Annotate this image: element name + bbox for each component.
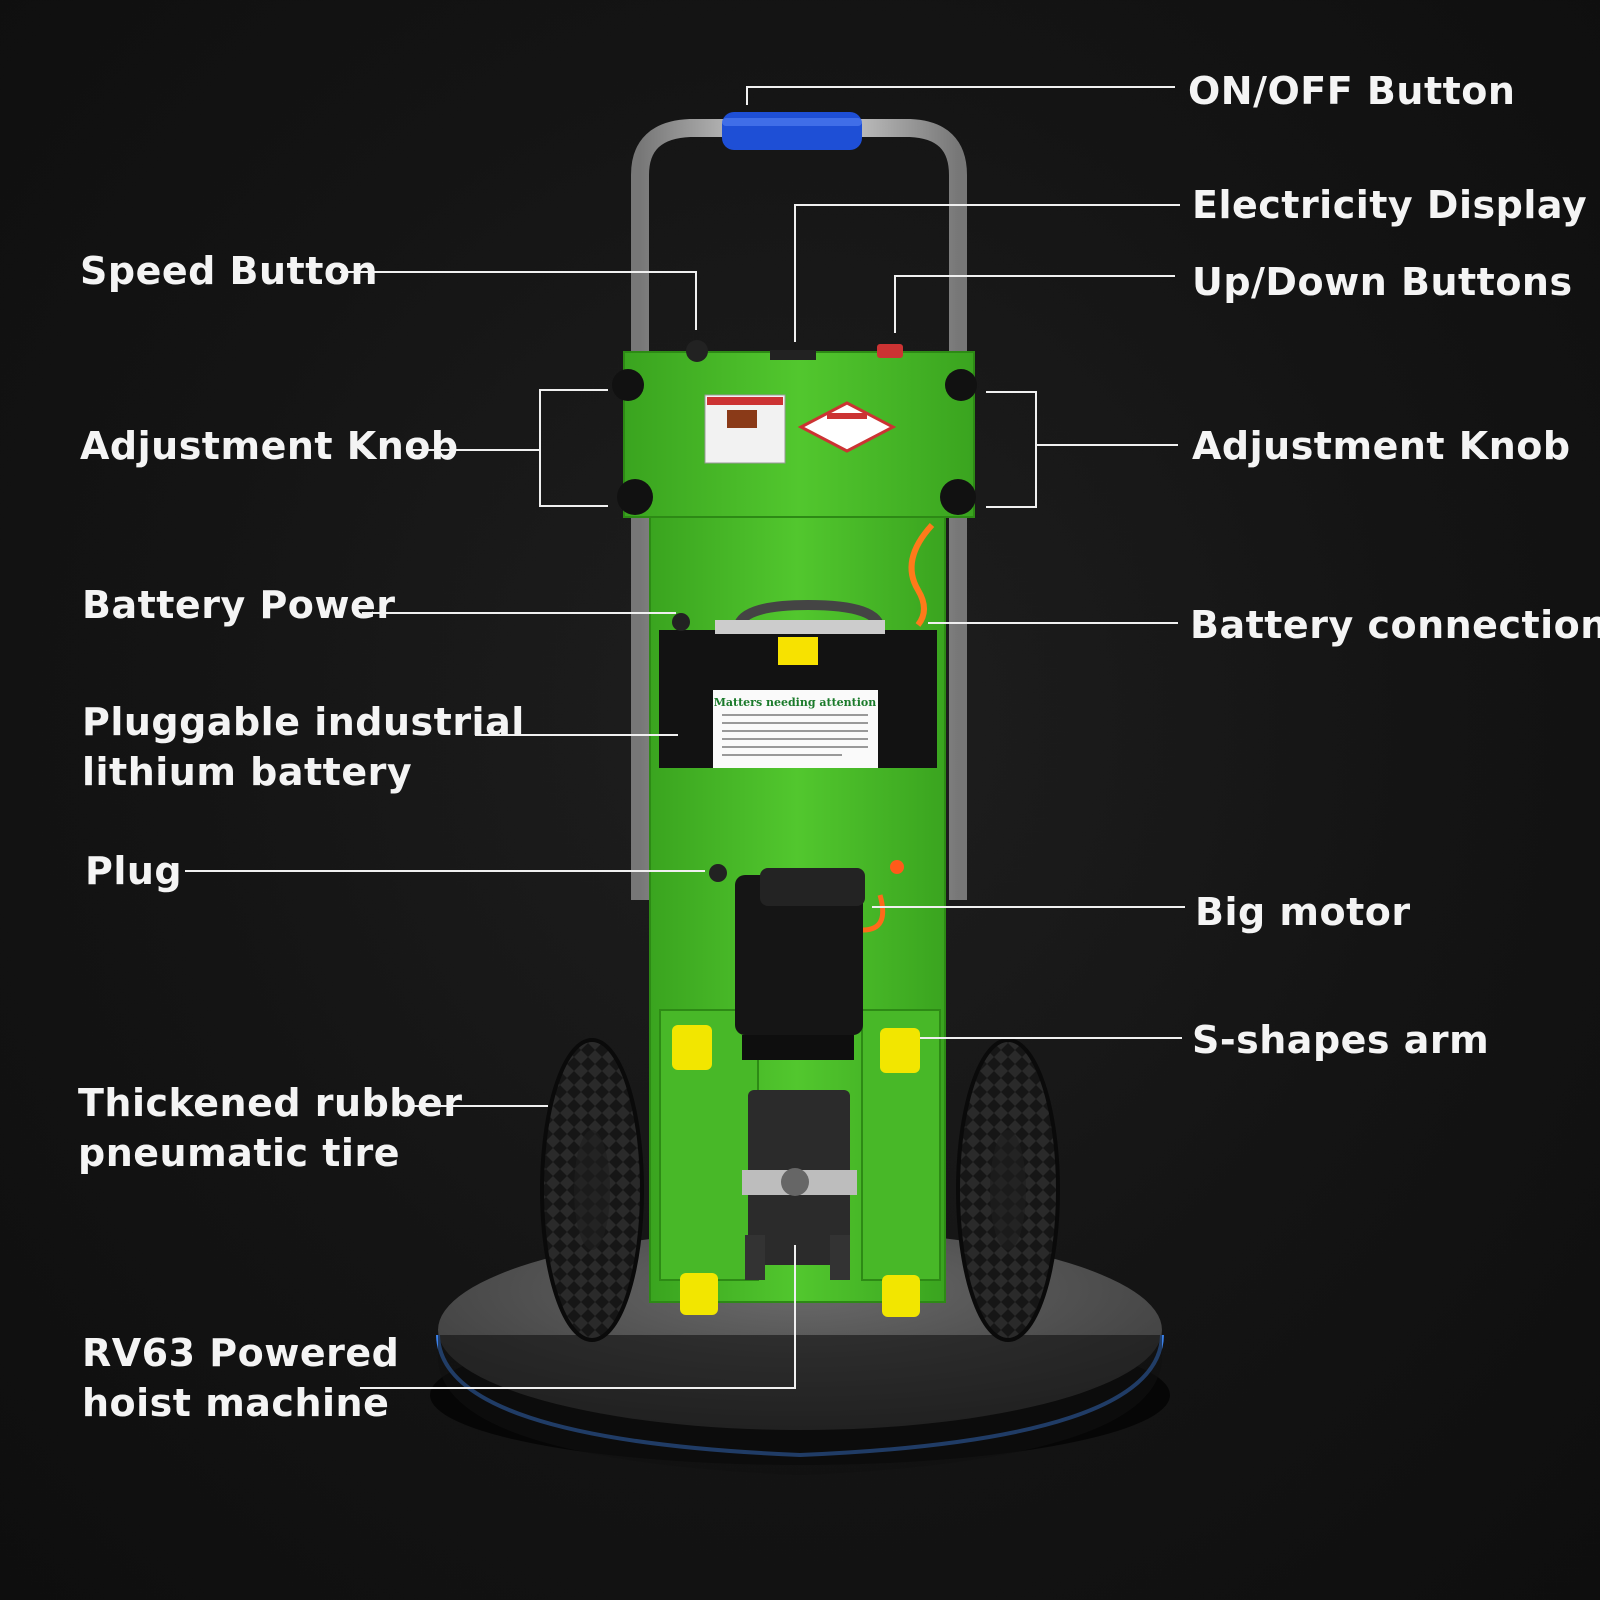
knob-icon bbox=[617, 479, 653, 515]
yellow-rollers bbox=[672, 1025, 920, 1317]
electricity-display-icon bbox=[770, 350, 816, 360]
label-lithium-battery-line1: Pluggable industrial bbox=[82, 700, 525, 744]
leader-speed bbox=[340, 271, 697, 330]
leader-hoist bbox=[360, 1245, 796, 1389]
battery-warning-sticker bbox=[778, 637, 818, 665]
knob-icon bbox=[612, 369, 644, 401]
label-on-off-button: ON/OFF Button bbox=[1188, 69, 1516, 113]
handle-frame bbox=[631, 112, 967, 900]
control-panel bbox=[623, 340, 975, 518]
speed-button-icon bbox=[686, 340, 708, 362]
callout-lines bbox=[185, 86, 1185, 1389]
label-tire-line1: Thickened rubber bbox=[78, 1081, 463, 1125]
label-s-shapes-arm: S-shapes arm bbox=[1192, 1018, 1490, 1062]
leader-up-down bbox=[894, 275, 1175, 333]
caution-diamond-sticker bbox=[797, 401, 897, 453]
leader-knob-right bbox=[986, 391, 1037, 508]
battery-notice-title: Matters needing attention bbox=[714, 696, 877, 709]
roller-icon bbox=[882, 1275, 920, 1317]
label-hoist-line1: RV63 Powered bbox=[82, 1331, 400, 1375]
knob-icon bbox=[940, 479, 976, 515]
rv63-hoist-gearbox bbox=[742, 1090, 857, 1280]
label-plug: Plug bbox=[85, 849, 183, 893]
knob-icon bbox=[945, 369, 977, 401]
roller-icon bbox=[880, 1028, 920, 1073]
label-speed-button: Speed Button bbox=[80, 249, 379, 293]
battery-cable bbox=[908, 522, 935, 627]
lithium-battery: Matters needing attention bbox=[659, 599, 937, 768]
label-up-down-buttons: Up/Down Buttons bbox=[1192, 260, 1573, 304]
battery-power-switch-icon bbox=[672, 613, 690, 631]
pneumatic-tires bbox=[540, 1038, 1060, 1342]
roller-icon bbox=[672, 1025, 712, 1070]
plug-socket-icon bbox=[709, 864, 727, 882]
label-hoist-line2: hoist machine bbox=[82, 1381, 390, 1425]
label-big-motor: Big motor bbox=[1195, 890, 1411, 934]
label-adjustment-knob-left: Adjustment Knob bbox=[80, 424, 459, 468]
label-battery-connection: Battery connection bbox=[1190, 603, 1600, 647]
handle-grip bbox=[722, 112, 862, 150]
leader-knob-left bbox=[539, 389, 608, 507]
label-electricity-display: Electricity Display bbox=[1192, 183, 1588, 227]
warning-sticker bbox=[704, 394, 786, 464]
up-down-buttons-icon bbox=[877, 344, 903, 358]
leader-electricity-display bbox=[794, 204, 1180, 342]
label-battery-power: Battery Power bbox=[82, 583, 396, 627]
label-tire-line2: pneumatic tire bbox=[78, 1131, 400, 1175]
big-motor bbox=[735, 868, 886, 1060]
label-adjustment-knob-right: Adjustment Knob bbox=[1192, 424, 1571, 468]
leader-on-off bbox=[746, 86, 1175, 105]
label-lithium-battery-line2: lithium battery bbox=[82, 750, 413, 794]
roller-icon bbox=[680, 1273, 718, 1315]
